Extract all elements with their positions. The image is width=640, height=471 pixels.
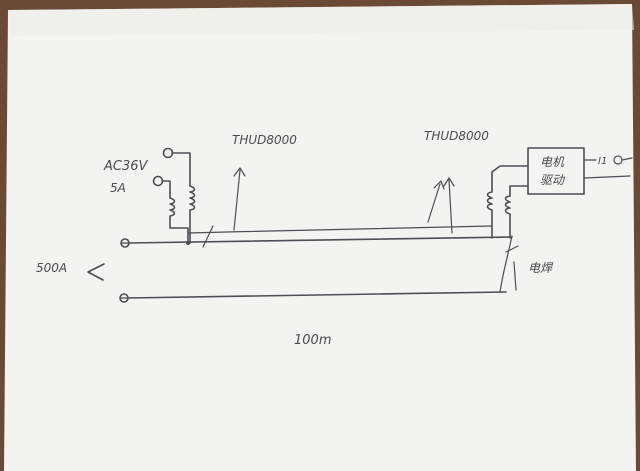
left-coil-1 [189, 185, 196, 244]
left-junction [186, 241, 190, 245]
box-output-tail [621, 157, 633, 161]
box-output-label: I1 [598, 156, 607, 167]
terminal-plus [120, 238, 130, 248]
source-current-label: 5A [110, 181, 126, 195]
probe-left-label: THUD8000 [232, 133, 297, 147]
box-label-line2: 驱动 [540, 173, 566, 187]
right-coil-1 [486, 165, 529, 239]
current-rating-label: 500A [36, 261, 67, 275]
right-coil-2 [504, 185, 529, 239]
source-wire-bottom [161, 180, 171, 199]
right-probe-arrow-1 [427, 183, 441, 223]
weld-label: 电焊 [528, 261, 554, 275]
bottom-bus-line [127, 291, 507, 299]
rating-chevron [87, 263, 105, 281]
box-label-line1: 电机 [540, 155, 565, 169]
weld-tong-left [499, 235, 513, 293]
left-coil-2 [169, 197, 189, 244]
right-probe-arrowhead-1 [433, 180, 445, 190]
probe-right-label: THUD8000 [424, 129, 489, 143]
source-voltage-label: AC36V [103, 159, 149, 174]
terminal-minus [119, 293, 129, 303]
paper-shadow [8, 4, 634, 36]
left-probe-slash [202, 225, 214, 248]
left-probe-arrow [233, 169, 241, 231]
motor-driver-box [527, 147, 585, 195]
top-bus-line [127, 236, 513, 244]
length-label: 100m [294, 333, 331, 348]
right-probe-arrow-2 [448, 179, 453, 234]
box-output-line-bottom [583, 175, 631, 179]
source-wire-top [171, 152, 191, 187]
weld-mark [505, 245, 519, 253]
right-probe-arrowhead-2 [443, 177, 455, 187]
paper-sheet [4, 4, 636, 471]
probe-reference-line [187, 225, 493, 234]
left-probe-arrowhead [233, 167, 246, 177]
weld-tong-right [513, 261, 517, 291]
